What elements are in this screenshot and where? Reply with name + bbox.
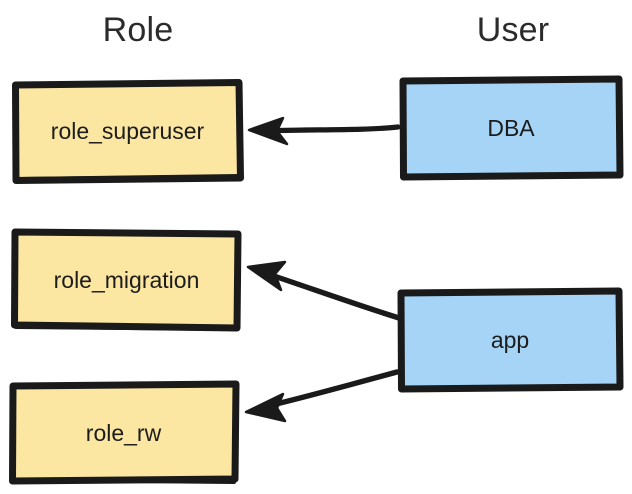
node-role-migration[interactable]: role_migration <box>11 228 242 332</box>
edge-dba-to-role-superuser <box>247 116 401 146</box>
node-shape <box>399 75 624 181</box>
node-label: DBA <box>487 114 535 141</box>
node-label: role_superuser <box>50 117 205 144</box>
edge-app-to-role-rw <box>244 369 400 423</box>
node-label: app <box>490 326 530 353</box>
node-role-rw[interactable]: role_rw <box>8 380 240 485</box>
node-shape <box>11 228 242 332</box>
node-label: role_rw <box>85 419 162 446</box>
node-shape <box>397 287 624 393</box>
column-header-role: Role <box>102 11 174 49</box>
edge-app-to-role-migration <box>246 260 402 321</box>
node-role-superuser[interactable]: role_superuser <box>12 79 244 184</box>
node-dba[interactable]: DBA <box>399 75 624 181</box>
node-app[interactable]: app <box>397 287 624 393</box>
column-header-user: User <box>476 11 550 49</box>
node-shape <box>12 79 244 184</box>
node-shape <box>8 380 240 485</box>
node-label: role_migration <box>53 266 200 293</box>
